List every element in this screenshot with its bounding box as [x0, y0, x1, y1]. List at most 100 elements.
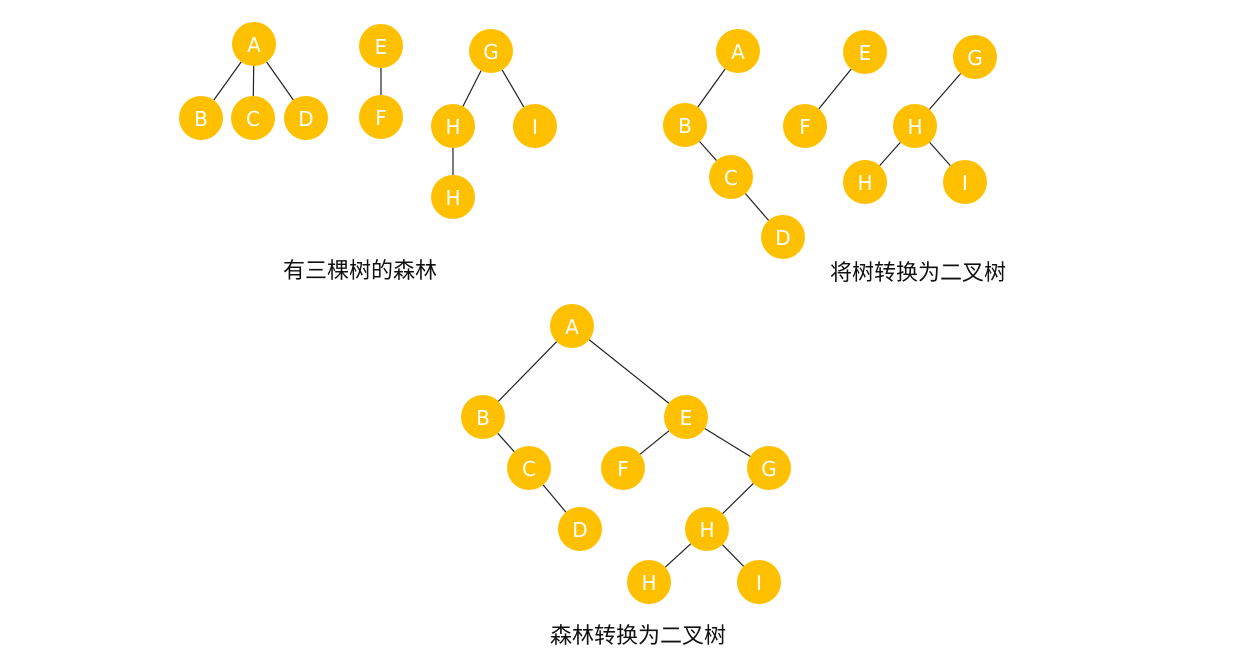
node-circle: [469, 29, 513, 73]
tree-node-E: E: [664, 395, 708, 439]
node-circle: [709, 155, 753, 199]
node-label: I: [962, 171, 968, 195]
tree-node-E: E: [359, 24, 403, 68]
edge-E-G: [704, 428, 751, 457]
edge-C-D: [744, 193, 770, 221]
node-circle: [737, 560, 781, 604]
node-circle: [783, 104, 827, 148]
node-circle: [550, 304, 594, 348]
tree-node-A: A: [550, 304, 594, 348]
node-circle: [943, 160, 987, 204]
node-label: H: [445, 186, 460, 210]
node-label: H: [857, 171, 872, 195]
tree-node-B: B: [663, 103, 707, 147]
node-label: H: [699, 518, 714, 542]
panel-forest-to-binary: A B E C F G D H H I: [461, 304, 791, 604]
edge-A-B: [697, 68, 726, 108]
tree-node-I: I: [513, 104, 557, 148]
node-label: C: [522, 457, 536, 481]
tree-node-H1: H: [893, 104, 937, 148]
node-label: G: [483, 40, 499, 64]
tree-node-B: B: [461, 395, 505, 439]
node-label: I: [756, 571, 762, 595]
node-circle: [953, 35, 997, 79]
node-label: E: [375, 35, 388, 59]
node-circle: [461, 395, 505, 439]
node-circle: [627, 560, 671, 604]
tree-node-H2: H: [843, 160, 887, 204]
edge-A-B: [213, 61, 242, 101]
node-circle: [664, 395, 708, 439]
node-label: C: [724, 166, 738, 190]
tree-node-G: G: [953, 35, 997, 79]
node-label: H: [907, 115, 922, 139]
node-label: H: [445, 115, 460, 139]
panel-trees-to-binary: A B C D E F G H H I: [663, 29, 997, 259]
node-label: D: [572, 518, 587, 542]
node-label: A: [731, 40, 745, 64]
tree-node-H1: H: [431, 104, 475, 148]
caption-forest: 有三棵树的森林: [283, 259, 438, 284]
node-circle: [843, 160, 887, 204]
edge-B-C: [497, 432, 515, 453]
node-label: H: [641, 571, 656, 595]
node-label: G: [761, 457, 777, 481]
edge-G-H1: [462, 70, 482, 107]
tree-node-H2: H: [431, 175, 475, 219]
tree-node-F: F: [359, 95, 403, 139]
tree-node-H2: H: [627, 560, 671, 604]
node-circle: [284, 96, 328, 140]
node-circle: [179, 96, 223, 140]
tree-node-E: E: [843, 30, 887, 74]
edge-A-B: [497, 341, 558, 402]
node-circle: [843, 30, 887, 74]
node-label: D: [775, 226, 790, 250]
edge-A-E: [588, 339, 670, 404]
node-circle: [431, 104, 475, 148]
tree-node-F: F: [783, 104, 827, 148]
node-circle: [359, 24, 403, 68]
node-label: B: [678, 114, 692, 138]
node-circle: [893, 104, 937, 148]
node-circle: [232, 22, 276, 66]
edge-C-D: [542, 484, 567, 513]
node-label: A: [247, 33, 261, 57]
tree-node-C: C: [231, 96, 275, 140]
edge-G-I: [501, 69, 525, 108]
node-label: D: [298, 107, 313, 131]
tree-node-C: C: [507, 446, 551, 490]
node-circle: [513, 104, 557, 148]
tree-node-D: D: [558, 507, 602, 551]
tree-node-C: C: [709, 155, 753, 199]
node-label: E: [859, 41, 872, 65]
node-circle: [431, 175, 475, 219]
node-circle: [231, 96, 275, 140]
node-label: A: [565, 315, 579, 339]
node-label: C: [246, 107, 260, 131]
tree-node-F: F: [601, 446, 645, 490]
node-circle: [359, 95, 403, 139]
edge-G-H1: [928, 73, 962, 110]
node-circle: [558, 507, 602, 551]
edge-G-H1: [722, 483, 754, 514]
tree-node-A: A: [232, 22, 276, 66]
caption-trees-to-binary: 将树转换为二叉树: [830, 261, 1007, 286]
node-label: E: [680, 406, 693, 430]
node-label: F: [375, 106, 387, 130]
node-circle: [761, 215, 805, 259]
node-label: B: [476, 406, 490, 430]
tree-node-I: I: [943, 160, 987, 204]
tree-node-G: G: [747, 446, 791, 490]
node-circle: [716, 29, 760, 73]
node-label: F: [617, 457, 629, 481]
edge-B-C: [699, 141, 717, 161]
tree-node-D: D: [284, 96, 328, 140]
node-circle: [663, 103, 707, 147]
node-label: I: [532, 115, 538, 139]
node-circle: [685, 507, 729, 551]
node-label: G: [967, 46, 983, 70]
edge-A-D: [266, 61, 294, 101]
node-label: F: [799, 115, 811, 139]
